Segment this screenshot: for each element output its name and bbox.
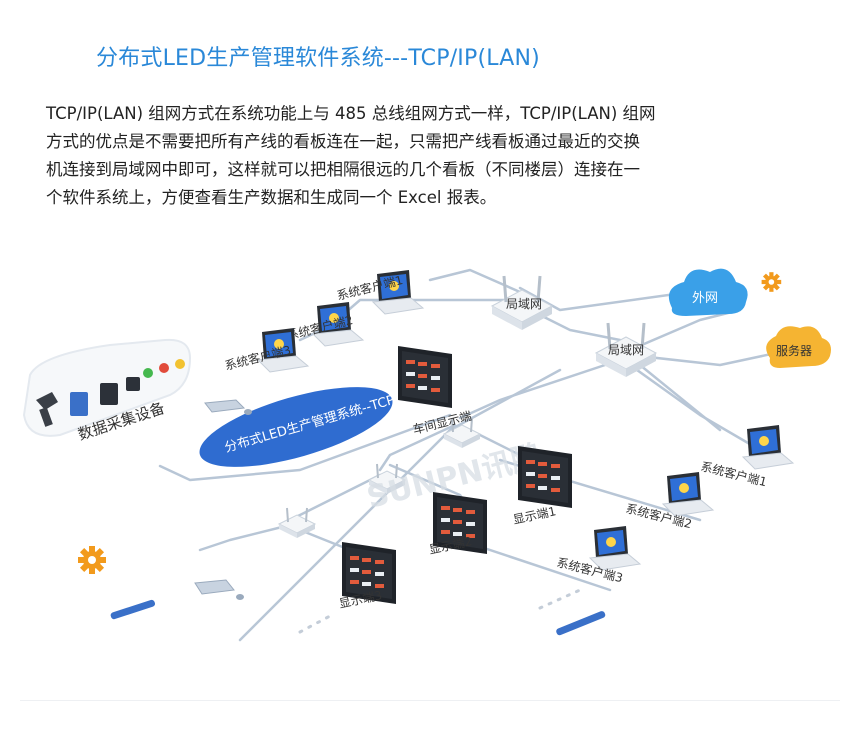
- lan-router-2-label: 局域网: [608, 343, 644, 357]
- bottom-divider: [20, 700, 840, 701]
- server-cloud-icon: 服务器: [766, 326, 831, 368]
- keyboard-icon-lower: [194, 579, 244, 600]
- gear-icon-left: [78, 546, 106, 574]
- description-line-1: TCP/IP(LAN) 组网方式在系统功能上与 485 总线组网方式一样，TCP…: [46, 104, 656, 123]
- keyboard-icon: [204, 399, 252, 415]
- client-laptop-right-1: 系统客户端1: [699, 424, 794, 489]
- scanner-bar-icon-right: [556, 611, 606, 636]
- display-3: 显示端3: [338, 542, 396, 611]
- description-line-3: 机连接到局域网中即可，这样就可以把相隔很远的几个看板（不同楼层）连接在一: [46, 160, 640, 179]
- internet-cloud-icon: 外网: [668, 268, 748, 316]
- description-line-4: 个软件系统上，方便查看生产数据和生成同一个 Excel 报表。: [46, 188, 497, 207]
- scanner-bar-icon: [110, 599, 156, 620]
- workshop-display: 车间显示端: [398, 346, 473, 437]
- lan-router-1-label: 局域网: [506, 297, 542, 311]
- internet-label: 外网: [692, 291, 718, 306]
- server-label: 服务器: [776, 343, 812, 358]
- network-diagram: 数据采集设备 分布式LED生产管理系统--TCP/IP 局域网 局域网 外网 服…: [22, 268, 831, 642]
- gear-icon-top-right: [761, 272, 782, 292]
- page-title: 分布式LED生产管理软件系统---TCP/IP(LAN): [96, 46, 540, 71]
- red-indicator-icon: [159, 363, 169, 373]
- lan-router-1: 局域网: [490, 274, 554, 332]
- display-2: 显示端2: [428, 492, 487, 557]
- display-1-label: 显示端1: [512, 504, 558, 527]
- data-collection-device-group: 数据采集设备: [22, 338, 192, 444]
- description-line-2: 方式的优点是不需要把所有产线的看板连在一起，只需把产线看板通过最近的交换: [46, 132, 640, 151]
- terminal-device-icon: [100, 383, 118, 405]
- central-system: 分布式LED生产管理系统--TCP/IP: [199, 387, 412, 467]
- rfid-reader-icon: [70, 392, 88, 416]
- barcode-scanner-icon: [36, 392, 58, 427]
- description-paragraph: TCP/IP(LAN) 组网方式在系统功能上与 485 总线组网方式一样，TCP…: [46, 100, 836, 212]
- lan-router-2: 局域网: [594, 321, 658, 379]
- green-indicator-icon: [143, 368, 153, 378]
- display-1: 显示端1: [512, 446, 572, 527]
